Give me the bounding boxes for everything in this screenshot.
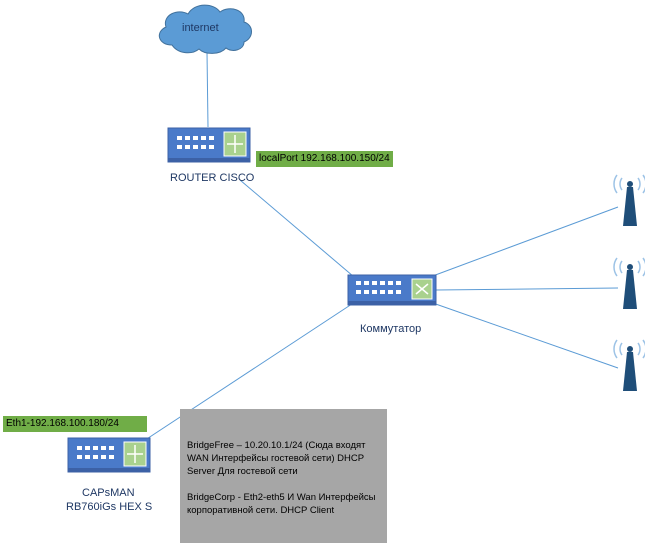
link-switch-ap3 <box>429 301 619 369</box>
bridge-config-note: BridgeFree – 10.20.10.1/24 (Сюда входят … <box>180 409 387 543</box>
capsman-name-line2: RB760iGs HEX S <box>66 501 153 513</box>
switch-name-label: Коммутатор <box>360 323 422 335</box>
note-bridgecorp-text: BridgeCorp - Eth2-eth5 И Wan Интерфейсы … <box>187 492 376 516</box>
access-point-icon-2 <box>613 257 645 309</box>
access-point-icon-3 <box>613 339 645 391</box>
link-switch-capsman <box>129 299 359 451</box>
link-cloud-router <box>206 51 209 128</box>
link-router-switch <box>239 179 361 283</box>
access-point-icon-1 <box>613 174 645 226</box>
router-name-label: ROUTER CISCO <box>170 172 255 184</box>
cloud-label: internet <box>182 22 219 34</box>
note-bridgefree-text: BridgeFree – 10.20.10.1/24 (Сюда входят … <box>187 440 366 477</box>
internet-cloud-icon <box>158 4 252 54</box>
router-ip-label: localPort 192.168.100.150/24 <box>256 151 393 167</box>
capsman-ip-label: Eth1-192.168.100.180/24 <box>3 416 147 432</box>
link-switch-ap2 <box>435 287 619 291</box>
router-icon <box>167 127 251 163</box>
switch-icon <box>347 274 437 306</box>
link-switch-ap1 <box>429 206 619 278</box>
capsman-icon <box>67 437 151 473</box>
capsman-name-line1: CAPsMAN <box>82 487 135 499</box>
